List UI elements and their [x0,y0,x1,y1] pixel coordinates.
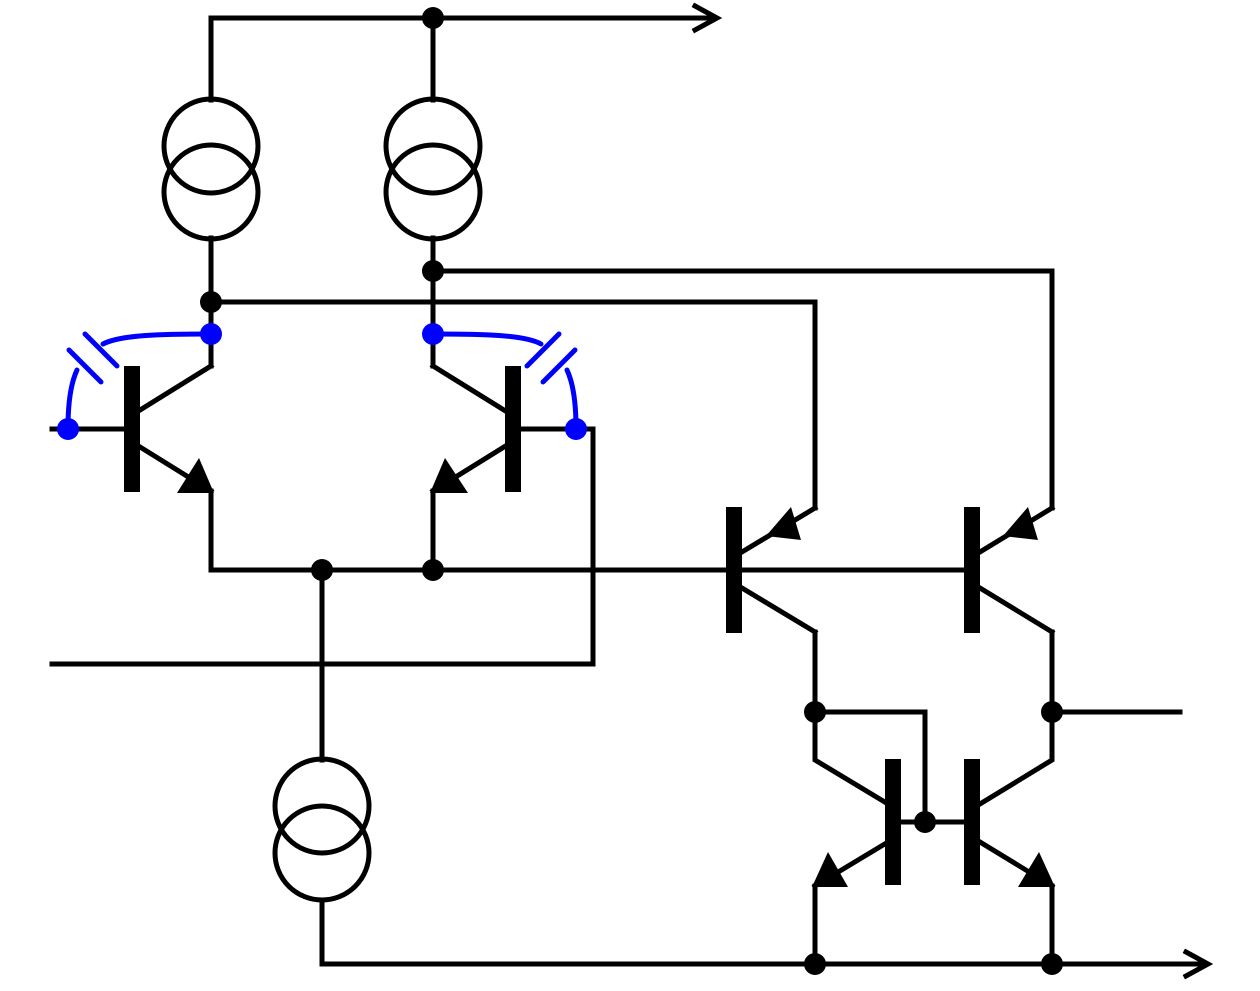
node-a-to-q3-emitter [208,299,818,511]
junction-dot [200,291,222,313]
q2-emitter-arrow-icon [430,458,468,493]
junction-dot [422,7,444,29]
q1-emitter-arrow-icon [177,458,214,493]
parasitic-node-dot [422,323,444,345]
junctions [200,7,1063,975]
q6-emitter-arrow-icon [1018,852,1055,887]
left-parasitic-wire-top [100,331,214,347]
junction-dot [422,559,444,581]
wires [49,2,1214,980]
bottom-rail-arrow-icon [1182,948,1214,980]
left-capacitor-plate-2 [66,347,104,385]
parasitic-capacitances [57,323,587,440]
right-capacitor-plate-1 [524,331,562,369]
node-b-to-q4-emitter [430,268,1055,511]
current-source-3-icon [272,756,372,903]
top-rail-arrow-icon [691,2,723,34]
top-supply-rail [208,15,716,103]
q4-emitter-arrow-icon [1003,507,1038,540]
left-capacitor-plate-1 [82,331,120,369]
junction-dot [311,559,333,581]
junction-dot [804,953,826,975]
junction-dot [1041,701,1063,723]
parasitic-node-dot [57,418,79,440]
junction-dot [804,701,826,723]
q5-emitter-arrow-icon [812,852,848,887]
junction-dot [1041,953,1063,975]
right-capacitor-plate-2 [540,347,578,385]
junction-dot [914,811,936,833]
emitter-arrows [177,458,1055,887]
parasitic-node-dot [200,323,222,345]
q4-collector-lead [976,584,1056,636]
current-source-2-icon [383,96,483,242]
current-sources [161,96,483,903]
tail-node-wire [208,488,736,573]
current-source-1-icon [161,96,261,242]
q2-collector-lead [429,362,508,414]
mirror-diode-link [812,709,928,825]
q3-collector-lead [738,584,819,636]
bottom-rail [319,897,1207,967]
q1-collector-lead [136,362,215,414]
junction-dot [422,260,444,282]
q3-emitter-arrow-icon [766,507,801,540]
q2-base-return [49,426,596,667]
right-parasitic-wire-top [430,331,544,347]
transistor-bars [124,366,980,885]
parasitic-node-dot [565,418,587,440]
q5-collector-lead [812,709,892,808]
q6-collector-lead [976,709,1055,808]
